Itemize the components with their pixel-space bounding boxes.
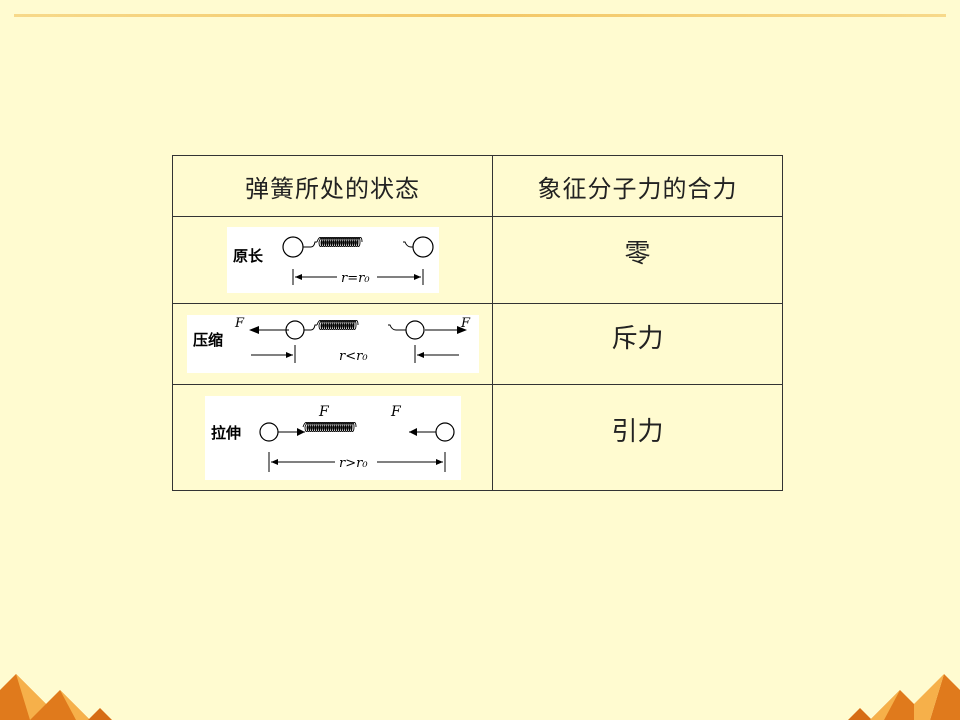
force-arrow-inward-left-icon — [296, 427, 305, 436]
force-cell-compressed: 斥力 — [492, 303, 783, 385]
force-symbol-right: F — [390, 404, 402, 420]
table-header-row: 弹簧所处的状态 象征分子力的合力 — [172, 155, 783, 217]
spring-coil-icon — [316, 237, 362, 247]
molecule-left-icon — [258, 421, 279, 442]
table-row: 拉伸 F F r>r₀ 引力 — [172, 384, 783, 491]
state-cell-natural: 原长 r=r₀ — [172, 216, 493, 304]
force-symbol-left: F — [318, 404, 330, 420]
spring-coil-icon — [316, 320, 358, 330]
force-cell-natural: 零 — [492, 216, 783, 304]
header-state-label: 弹簧所处的状态 — [245, 174, 420, 203]
spring-state-table: 弹簧所处的状态 象征分子力的合力 原长 r= — [172, 155, 783, 491]
spring-coil-icon — [302, 421, 356, 432]
state-label-compressed: 压缩 — [193, 331, 223, 349]
state-label-stretched: 拉伸 — [211, 424, 241, 442]
force-arrow-left-icon — [248, 326, 259, 334]
spring-compressed-diagram: 压缩 F F r<r₀ — [186, 315, 479, 373]
spring-natural-diagram: 原长 r=r₀ — [226, 227, 439, 293]
force-cell-stretched: 引力 — [492, 384, 783, 491]
header-force-label: 象征分子力的合力 — [537, 174, 738, 203]
state-cell-stretched: 拉伸 F F r>r₀ — [172, 384, 493, 491]
header-cell-force: 象征分子力的合力 — [492, 155, 783, 217]
spring-stretched-diagram: 拉伸 F F r>r₀ — [204, 395, 461, 480]
force-arrow-inward-right-icon — [408, 427, 417, 436]
molecule-right-icon — [434, 421, 455, 442]
force-symbol-right: F — [460, 316, 471, 331]
table-row: 压缩 F F r<r₀ — [172, 303, 783, 385]
state-cell-compressed: 压缩 F F r<r₀ — [172, 303, 493, 385]
force-arrow-right-icon — [456, 326, 467, 334]
force-value-attraction: 引力 — [611, 417, 664, 447]
molecule-right-icon — [404, 320, 425, 340]
force-value-zero: 零 — [624, 239, 651, 269]
force-symbol-left: F — [234, 316, 245, 331]
relation-stretched: r>r₀ — [339, 456, 368, 471]
molecule-right-icon — [411, 236, 434, 258]
top-decorative-rule — [14, 14, 946, 17]
corner-decoration-left-icon — [0, 674, 112, 720]
molecule-left-icon — [281, 236, 304, 258]
header-cell-state: 弹簧所处的状态 — [172, 155, 493, 217]
table-row: 原长 r=r₀ 零 — [172, 216, 783, 304]
corner-decoration-right-icon — [848, 674, 960, 720]
state-label-natural: 原长 — [233, 247, 264, 265]
relation-compressed: r<r₀ — [339, 349, 368, 364]
force-value-repulsion: 斥力 — [611, 324, 664, 354]
relation-natural: r=r₀ — [341, 271, 370, 286]
